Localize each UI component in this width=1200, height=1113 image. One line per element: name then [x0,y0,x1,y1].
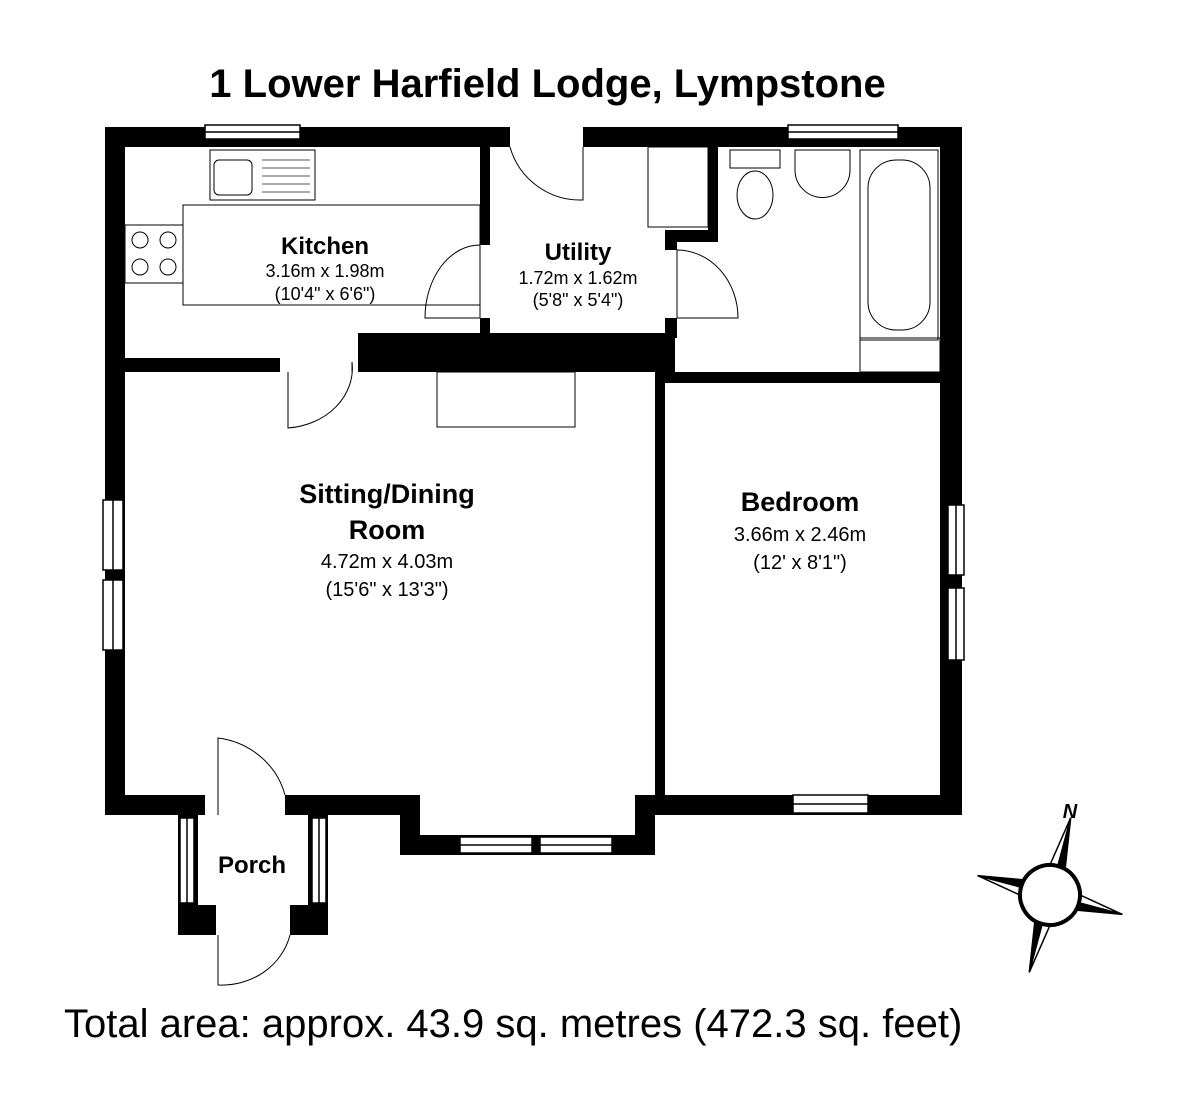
porch-name: Porch [218,852,286,879]
kitchen-metric: 3.16m x 1.98m [265,261,384,281]
bedroom-name: Bedroom [741,487,860,517]
utility-metric: 1.72m x 1.62m [518,268,637,288]
sitting-metric: 4.72m x 4.03m [321,551,453,573]
kitchen-name: Kitchen [281,233,369,260]
bedroom-imperial: (12' x 8'1") [753,552,847,574]
utility-imperial: (5'8" x 5'4") [533,290,624,310]
fixtures [124,146,941,986]
windows [102,124,965,904]
bedroom-metric: 3.66m x 2.46m [734,524,866,546]
compass-north-label: N [1063,801,1078,823]
kitchen-imperial: (10'4" x 6'6") [275,284,376,304]
total-area: Total area: approx. 43.9 sq. metres (472… [64,1002,963,1046]
sitting-imperial: (15'6" x 13'3") [325,579,448,601]
compass-icon [977,817,1123,973]
plan-title: 1 Lower Harfield Lodge, Lympstone [209,62,886,106]
sitting-name-1: Sitting/Dining [299,479,474,509]
utility-name: Utility [545,239,612,266]
sitting-name-2: Room [349,515,426,545]
